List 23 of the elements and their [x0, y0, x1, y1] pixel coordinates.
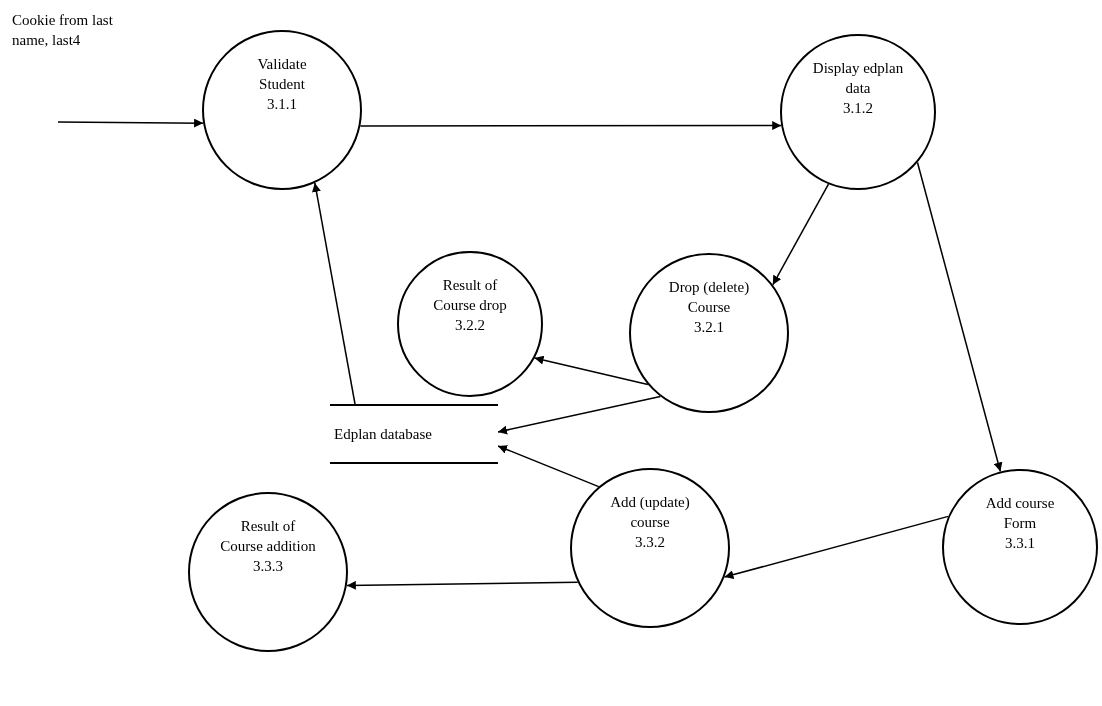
input-label: Cookie from last name, last4	[12, 11, 114, 50]
arrow	[57, 118, 204, 128]
node-number: 3.2.1	[694, 318, 724, 337]
node-label: Display edplan data	[811, 59, 905, 98]
node-label: Edplan database	[334, 424, 432, 444]
arrow	[312, 182, 356, 405]
node-label: Result of Course drop	[432, 276, 508, 315]
node-number: 3.3.1	[1005, 534, 1035, 553]
node-label: Drop (delete) Course	[667, 278, 751, 317]
arrow	[772, 183, 830, 286]
node-number: 3.1.2	[843, 99, 873, 118]
node-number: 3.3.3	[253, 557, 283, 576]
arrow	[723, 515, 949, 580]
node-number: 3.3.2	[635, 533, 665, 552]
node-label: Validate Student	[256, 55, 308, 94]
node-label: Add (update) course	[609, 493, 691, 532]
node-label: Add course Form	[984, 494, 1056, 533]
arrow	[497, 445, 600, 488]
node-number: 3.2.2	[455, 316, 485, 335]
arrow	[533, 355, 649, 386]
arrow	[497, 395, 662, 435]
node-label: Result of Course addition	[220, 517, 316, 556]
node-number: 3.1.1	[267, 95, 297, 114]
